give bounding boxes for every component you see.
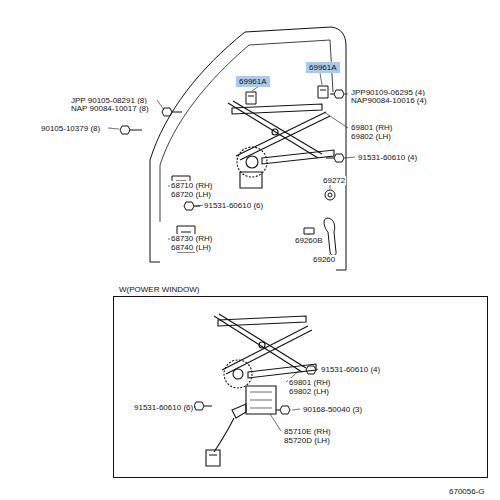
window-regulator	[262, 150, 334, 164]
callout-number: 68730 (RH)	[170, 234, 213, 243]
callout-number: 90105-10379 (8)	[40, 124, 101, 133]
window-regulator	[236, 112, 326, 156]
leader-lines	[320, 73, 322, 85]
inset-heading: W(POWER WINDOW)	[117, 285, 201, 294]
window-regulator	[240, 116, 330, 160]
power-window-bolts	[276, 406, 290, 414]
part-number: 69961A	[239, 77, 267, 86]
glass-brackets	[318, 86, 328, 98]
power-window-leaders	[270, 414, 281, 431]
power-window-regulator	[248, 364, 316, 378]
part-number-tag: 69961A	[236, 76, 270, 87]
window-regulator	[228, 103, 318, 158]
power-window-regulator	[259, 342, 265, 348]
door-frame	[336, 270, 346, 271]
window-regulator	[246, 156, 258, 168]
callout-number: 69802 (LH)	[288, 387, 330, 396]
drawing-number: 670056-G	[448, 487, 486, 496]
callout-number: 69801 (RH)	[288, 378, 331, 387]
door-frame	[150, 262, 160, 263]
bolts	[330, 90, 344, 98]
power-window-leaders	[292, 409, 300, 410]
window-motor	[246, 386, 276, 414]
part-number: 69961A	[309, 63, 337, 72]
callout-number: 69801 (RH)	[350, 123, 393, 132]
power-window-leaders	[194, 406, 196, 407]
window-motor	[206, 386, 276, 466]
power-window-regulator	[214, 314, 316, 388]
window-regulator	[240, 172, 262, 188]
callout-number: 68740 (LH)	[170, 243, 212, 252]
glass-brackets	[246, 92, 256, 104]
window-motor	[214, 418, 234, 452]
handle-parts	[328, 193, 332, 197]
handle-parts	[324, 218, 336, 255]
leader-lines	[344, 157, 355, 158]
callout-number: 69260B	[294, 236, 324, 245]
window-regulator	[272, 129, 278, 135]
callout-number: 68720 (LH)	[170, 190, 212, 199]
leader-lines	[344, 94, 348, 95]
callout-number: 91531-60610 (6)	[203, 201, 264, 210]
callout-number: 69260	[312, 255, 336, 264]
callout-number: 90168-50040 (3)	[302, 405, 363, 414]
power-window-bolts	[194, 402, 212, 410]
leader-lines	[309, 234, 310, 235]
leader-lines	[108, 128, 119, 129]
bolts	[120, 90, 344, 210]
handle-parts	[304, 190, 336, 255]
bolts	[120, 126, 142, 134]
power-window-regulator	[226, 330, 312, 374]
callout-number: 69272	[322, 176, 346, 185]
callout-number: 85710E (RH)	[283, 427, 332, 436]
power-window-regulator	[233, 369, 243, 379]
window-regulator	[233, 101, 322, 154]
power-window-regulator	[219, 314, 306, 368]
power-window-leaders	[316, 369, 318, 370]
window-motor	[206, 450, 220, 466]
bolts	[162, 108, 182, 116]
glass-brackets	[246, 86, 328, 104]
leader-lines	[324, 112, 348, 128]
callout-number: 91531-60610 (6)	[133, 403, 194, 412]
bolts	[326, 154, 344, 162]
handle-parts	[325, 190, 335, 200]
door-frame	[150, 27, 346, 270]
power-window-regulator	[214, 316, 302, 372]
power-window-regulator	[224, 360, 252, 388]
door-frame	[150, 27, 346, 270]
callout-number: 91531-60610 (4)	[357, 153, 418, 162]
window-regulator	[228, 101, 334, 188]
callout-number: NAP90084-10016 (4)	[350, 96, 428, 105]
callout-number: 91531-60610 (4)	[320, 365, 381, 374]
window-motor	[232, 404, 246, 418]
callout-number: 68710 (RH)	[170, 181, 213, 190]
callout-number: NAP 90084-10017 (8)	[70, 104, 150, 113]
part-number-tag: 69961A	[306, 62, 340, 73]
power-window-regulator	[222, 326, 308, 370]
power-window-bolts	[306, 366, 316, 374]
callout-number: 85720D (LH)	[283, 436, 331, 445]
leader-lines	[157, 100, 164, 110]
handle-parts	[304, 228, 314, 234]
window-motor	[250, 392, 272, 408]
callout-number: 69802 (LH)	[350, 132, 392, 141]
